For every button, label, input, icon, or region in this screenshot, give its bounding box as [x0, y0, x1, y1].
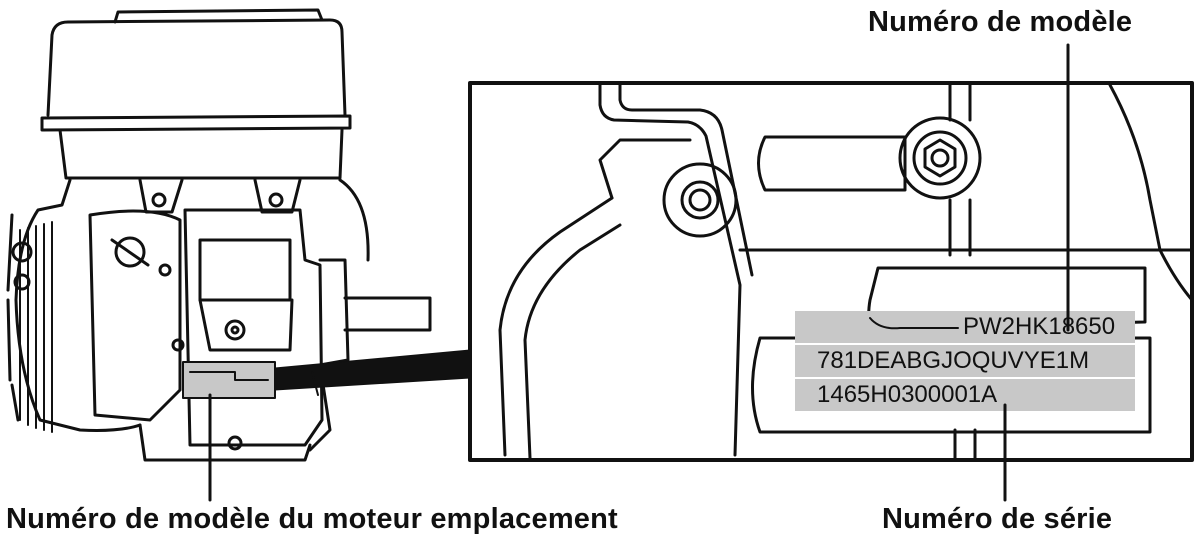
- plate-model-number: PW2HK18650: [963, 313, 1116, 340]
- inset-pointer: [274, 349, 471, 391]
- plate-band-serial: [795, 379, 1135, 411]
- model-number-callout: Numéro de modèle: [868, 6, 1133, 38]
- plate-serial-number: 1465H0300001A: [817, 381, 998, 408]
- plate-band-model: [795, 311, 1135, 343]
- model-location-callout: Numéro de modèle du moteur emplacement: [6, 503, 618, 535]
- air-filter-base: [40, 114, 352, 132]
- engine-illustration: [6, 8, 471, 462]
- plate-band-code: [795, 345, 1135, 377]
- inset-detail: [468, 81, 1194, 462]
- plate-code: 781DEABGJOQUVYE1M: [817, 347, 1090, 374]
- air-filter-cover: [46, 18, 347, 117]
- inset-frame: [468, 81, 1194, 462]
- serial-number-callout: Numéro de série: [882, 503, 1113, 535]
- recoil-housing: [14, 178, 142, 432]
